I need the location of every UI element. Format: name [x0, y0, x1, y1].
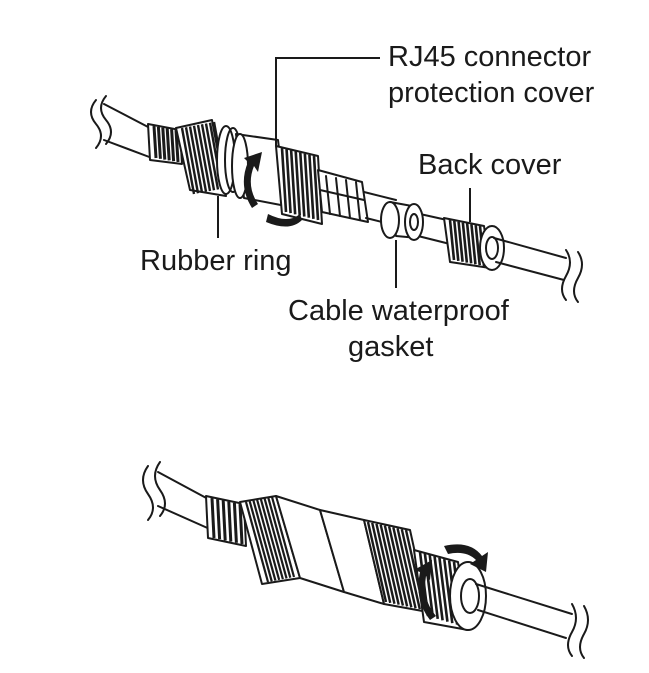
exploded-view: RJ45 connector protection cover Back cov… — [90, 41, 595, 363]
rj45-cover-nut — [275, 145, 323, 225]
knurl-ridge — [184, 127, 200, 194]
knurl-ridge — [252, 500, 277, 581]
knurl-ridge — [200, 124, 216, 191]
strain-relief — [147, 123, 183, 165]
right-cable — [493, 237, 583, 303]
knurl-ridge — [256, 499, 281, 581]
knurl-ridge — [442, 558, 454, 624]
assembled-connector-body — [239, 495, 385, 605]
knurl-ridge — [227, 501, 233, 542]
assembled-right-cable — [475, 583, 589, 659]
label-rj45-line2: protection cover — [388, 77, 595, 109]
knurl-ridge — [400, 528, 421, 610]
label-gasket-line1: Cable waterproof — [288, 295, 510, 327]
assembled-view — [142, 461, 589, 659]
knurl-ridge — [312, 155, 320, 221]
assembled-rj45-nut — [363, 519, 429, 613]
knurl-ridge — [396, 527, 417, 609]
knurl-ridge — [259, 498, 284, 580]
knurl-ridge — [308, 154, 315, 219]
knurl-ridge — [387, 526, 409, 607]
knurl-ridge — [216, 499, 222, 540]
knurl-ridge — [294, 151, 302, 216]
knurl-ridge — [263, 498, 288, 579]
label-gasket-line2: gasket — [348, 331, 433, 363]
assembled-left-cable — [142, 461, 213, 531]
knurl-ridge — [457, 221, 464, 262]
label-back-cover: Back cover — [418, 149, 562, 181]
knurl-ridge — [165, 128, 171, 161]
knurl-ridge — [156, 126, 162, 159]
knurl-ridge — [371, 522, 392, 604]
knurl-ridge — [303, 153, 311, 218]
label-rubber-ring: Rubber ring — [140, 245, 292, 277]
rj45-plug-collet — [317, 169, 369, 223]
knurl-ridge — [196, 124, 212, 192]
knurl-ridge — [366, 521, 388, 603]
rubber-ring — [216, 125, 242, 195]
leader-rj45 — [275, 57, 380, 146]
knurl-ridge — [470, 224, 477, 265]
knurl-ridge — [248, 500, 273, 582]
knurl-ridge — [438, 557, 449, 622]
knurl-ridge — [188, 126, 204, 193]
back-cover-nut — [443, 217, 505, 271]
knurl-ridge — [465, 223, 473, 264]
knurl-ridge — [285, 149, 292, 214]
left-cable — [90, 95, 153, 159]
knurl-ridge — [433, 556, 444, 621]
knurl-ridge — [280, 147, 288, 213]
knurl-ridge — [448, 219, 456, 261]
knurl-ridge — [174, 129, 180, 163]
knurl-ridge — [221, 500, 227, 541]
knurl-ridge — [298, 152, 306, 217]
knurl-ridge — [383, 525, 405, 606]
knurl-ridge — [161, 127, 167, 160]
knurl-ridge — [474, 225, 482, 266]
knurl-ridge — [192, 125, 208, 192]
knurl-ridge — [244, 501, 270, 583]
knurl-ridge — [210, 497, 216, 539]
knurl-ridge — [289, 150, 297, 215]
knurl-ridge — [204, 123, 220, 190]
knurl-ridge — [267, 497, 292, 579]
knurl-ridge — [392, 527, 413, 608]
rotate-arrow-icon — [414, 544, 488, 620]
knurl-ridge — [152, 125, 158, 159]
knurl-ridge — [170, 129, 176, 162]
knurl-ridge — [238, 503, 244, 545]
assembled-strain-relief — [205, 495, 247, 547]
knurl-ridge — [232, 502, 238, 543]
camera-connector-body — [175, 119, 228, 197]
rotate-arrow-icon — [243, 152, 302, 227]
knurl-ridge — [270, 496, 296, 578]
knurl-ridge — [452, 220, 460, 261]
knurl-ridge — [461, 222, 469, 263]
knurl-ridge — [375, 523, 396, 605]
label-rj45-line1: RJ45 connector — [388, 41, 591, 73]
knurl-ridge — [379, 524, 400, 605]
knurl-ridge — [180, 127, 196, 195]
cable-waterproof-gasket — [380, 201, 424, 241]
